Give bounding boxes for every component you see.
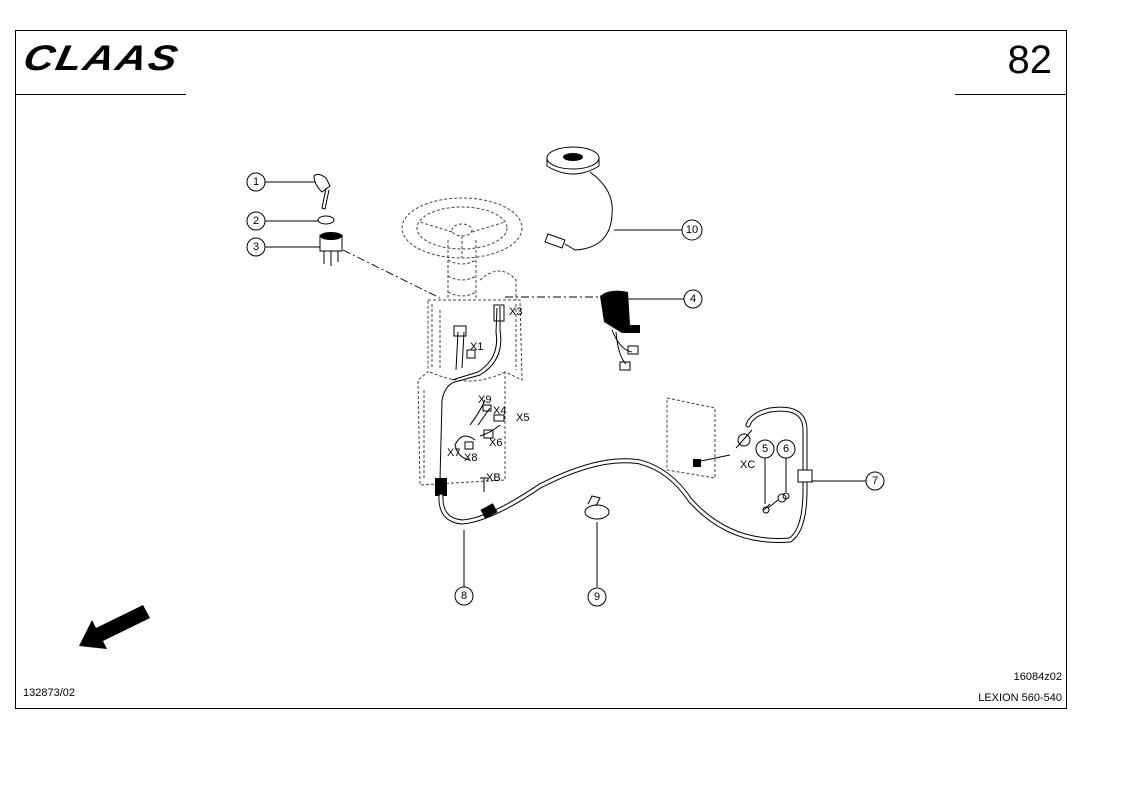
svg-text:2: 2	[253, 215, 259, 227]
connector-label-xc: XC	[740, 459, 755, 471]
part-hose-clamp-9	[584, 495, 610, 520]
connector-label-x4: X4	[493, 405, 506, 417]
connector-label-x5: X5	[516, 412, 529, 424]
svg-text:6: 6	[783, 443, 789, 455]
header-rule-left	[15, 94, 186, 95]
part-nut-6	[777, 492, 790, 503]
callout-8: 8	[454, 586, 474, 606]
svg-text:5: 5	[762, 443, 768, 455]
callout-1: 1	[246, 172, 266, 192]
svg-text:4: 4	[690, 293, 696, 305]
header-rule-right	[955, 94, 1067, 95]
page-number: 82	[1007, 38, 1053, 82]
connector-label-x6: X6	[489, 437, 502, 449]
assembly-line-switch	[342, 249, 441, 299]
main-cable-8	[438, 406, 813, 543]
leader-lines	[265, 181, 866, 587]
part-ignition-switch	[319, 232, 343, 266]
connector-label-x3: X3	[509, 306, 522, 318]
callout-7: 7	[865, 471, 885, 491]
part-washer	[317, 215, 335, 225]
part-switch-4	[600, 290, 640, 371]
part-rotary-control-10	[544, 146, 613, 251]
svg-text:7: 7	[872, 475, 878, 487]
connector-label-x7: X7	[447, 447, 460, 459]
part-ignition-key	[313, 173, 331, 210]
callout-9: 9	[587, 587, 607, 607]
internal-harness	[435, 304, 505, 496]
connector-label-x8: X8	[464, 452, 477, 464]
callout-3: 3	[246, 237, 266, 257]
callout-2: 2	[246, 211, 266, 231]
drawing-frame	[15, 30, 1067, 709]
svg-text:3: 3	[253, 241, 259, 253]
svg-text:10: 10	[686, 224, 698, 236]
svg-text:8: 8	[461, 590, 467, 602]
document-reference: 132873/02	[23, 687, 75, 699]
figure-id: 16084z02	[1013, 671, 1062, 683]
svg-text:9: 9	[594, 591, 600, 603]
steering-column-phantom	[401, 197, 523, 486]
connector-label-x1: X1	[470, 341, 483, 353]
callout-4: 4	[683, 289, 703, 309]
model-name: LEXION 560-540	[978, 692, 1062, 704]
callout-10: 10	[681, 219, 703, 241]
xc-connector-panel	[666, 397, 753, 479]
callout-6: 6	[776, 439, 796, 459]
part-screw-5	[762, 499, 779, 514]
svg-text:1: 1	[253, 176, 259, 188]
arrow-icon	[79, 605, 150, 649]
connector-label-x9: X9	[478, 394, 491, 406]
connector-label-xb: XB	[486, 472, 501, 484]
callout-5: 5	[755, 439, 775, 459]
